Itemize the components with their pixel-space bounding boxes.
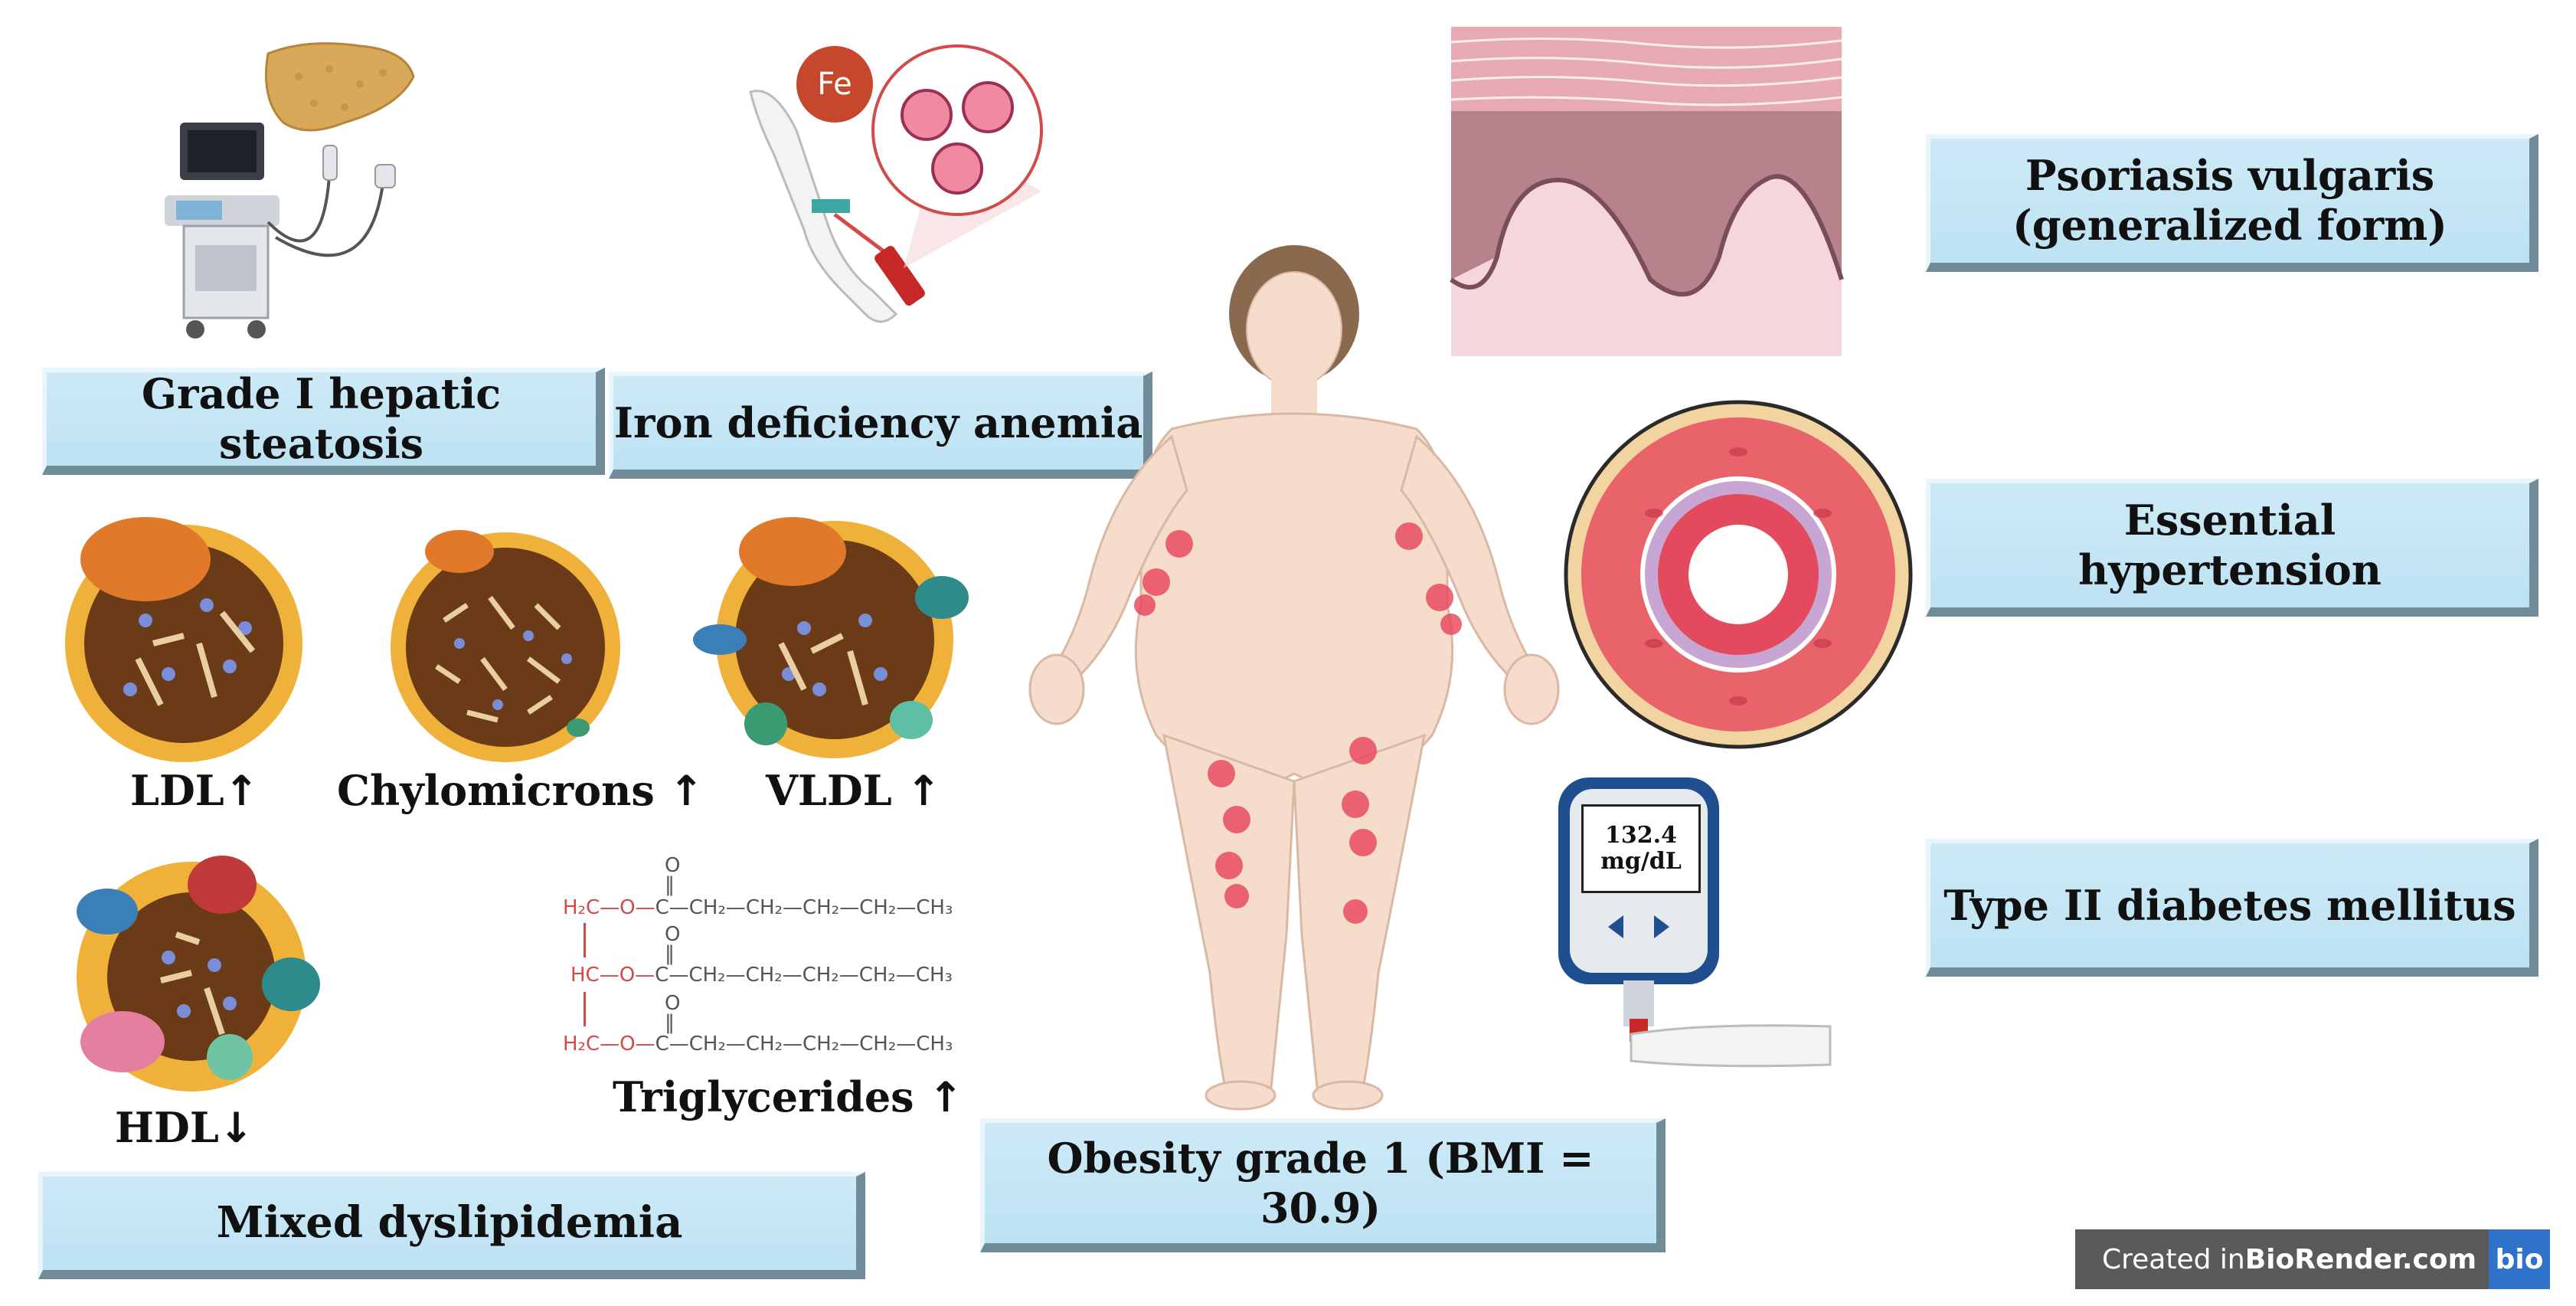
increase-arrow-icon: ↑ [224,767,260,815]
double-bond-1: ‖ [665,873,675,896]
biorender-badge[interactable]: Created in BioRender.com bio [2075,1229,2550,1289]
hdl-particle-icon [77,856,320,1092]
glucose-unit: mg/dL [1600,848,1682,875]
glucometer-display: 132.4 mg/dL [1581,804,1701,893]
mixed-dyslipidemia-label: Mixed dyslipidemia [38,1172,865,1279]
iron-symbol-icon: Fe [796,46,873,123]
vldl-label: VLDL ↑ [766,766,941,815]
blood-draw-arm-icon [749,44,1043,323]
fatty-chain-1: C—CH₂—CH₂—CH₂—CH₂—CH₃ [655,896,953,919]
glycerol-c2: HC—O— [570,964,655,987]
double-bond-3: ‖ [665,1011,675,1034]
increase-arrow-icon: ↑ [928,1073,963,1121]
glycerol-c1: H₂C—O— [563,896,655,919]
carbonyl-o-2: O [665,923,681,946]
obesity-label: Obesity grade 1 (BMI = 30.9) [980,1118,1666,1252]
psoriasis-lesions [1134,522,1462,924]
glucose-value: 132.4 [1605,821,1677,849]
biorender-logo-icon: bio [2489,1229,2550,1289]
increase-arrow-icon: ↑ [906,767,941,815]
increase-arrow-icon: ↑ [669,767,704,815]
red-cell-cluster-icon [901,81,1014,195]
double-bond-2: ‖ [665,942,675,965]
triglycerides-label: Triglycerides ↑ [613,1072,963,1121]
ldl-particle-icon [65,517,302,762]
blood-vessel-cross-section-icon [1564,400,1913,749]
ultrasound-machine-icon [165,42,415,339]
carbonyl-o-1: O [665,854,681,877]
glycerol-c3: H₂C—O— [563,1033,655,1056]
type2-diabetes-label: Type II diabetes mellitus [1926,839,2538,977]
essential-hypertension-label: Essential hypertension [1926,479,2538,617]
carbonyl-o-3: O [665,992,681,1015]
hepatic-steatosis-label: Grade I hepatic steatosis [42,368,605,475]
vldl-particle-icon [693,517,969,758]
skin-cross-section-icon [1450,27,1844,356]
fatty-chain-2: C—CH₂—CH₂—CH₂—CH₂—CH₃ [655,964,953,987]
ldl-label: LDL↑ [130,766,260,815]
psoriasis-label: Psoriasis vulgaris (generalized form) [1926,134,2538,272]
badge-brand: BioRender.com [2244,1243,2477,1275]
iron-deficiency-label: Iron deficiency anemia [609,372,1152,479]
human-figure-icon [1028,245,1560,1111]
chylomicron-particle-icon [391,530,620,762]
chylomicrons-label: Chylomicrons ↑ [337,766,704,815]
hdl-label: HDL↓ [115,1103,254,1152]
badge-prefix: Created in [2102,1243,2245,1275]
decrease-arrow-icon: ↓ [218,1104,254,1152]
fatty-chain-3: C—CH₂—CH₂—CH₂—CH₂—CH₃ [655,1033,953,1056]
